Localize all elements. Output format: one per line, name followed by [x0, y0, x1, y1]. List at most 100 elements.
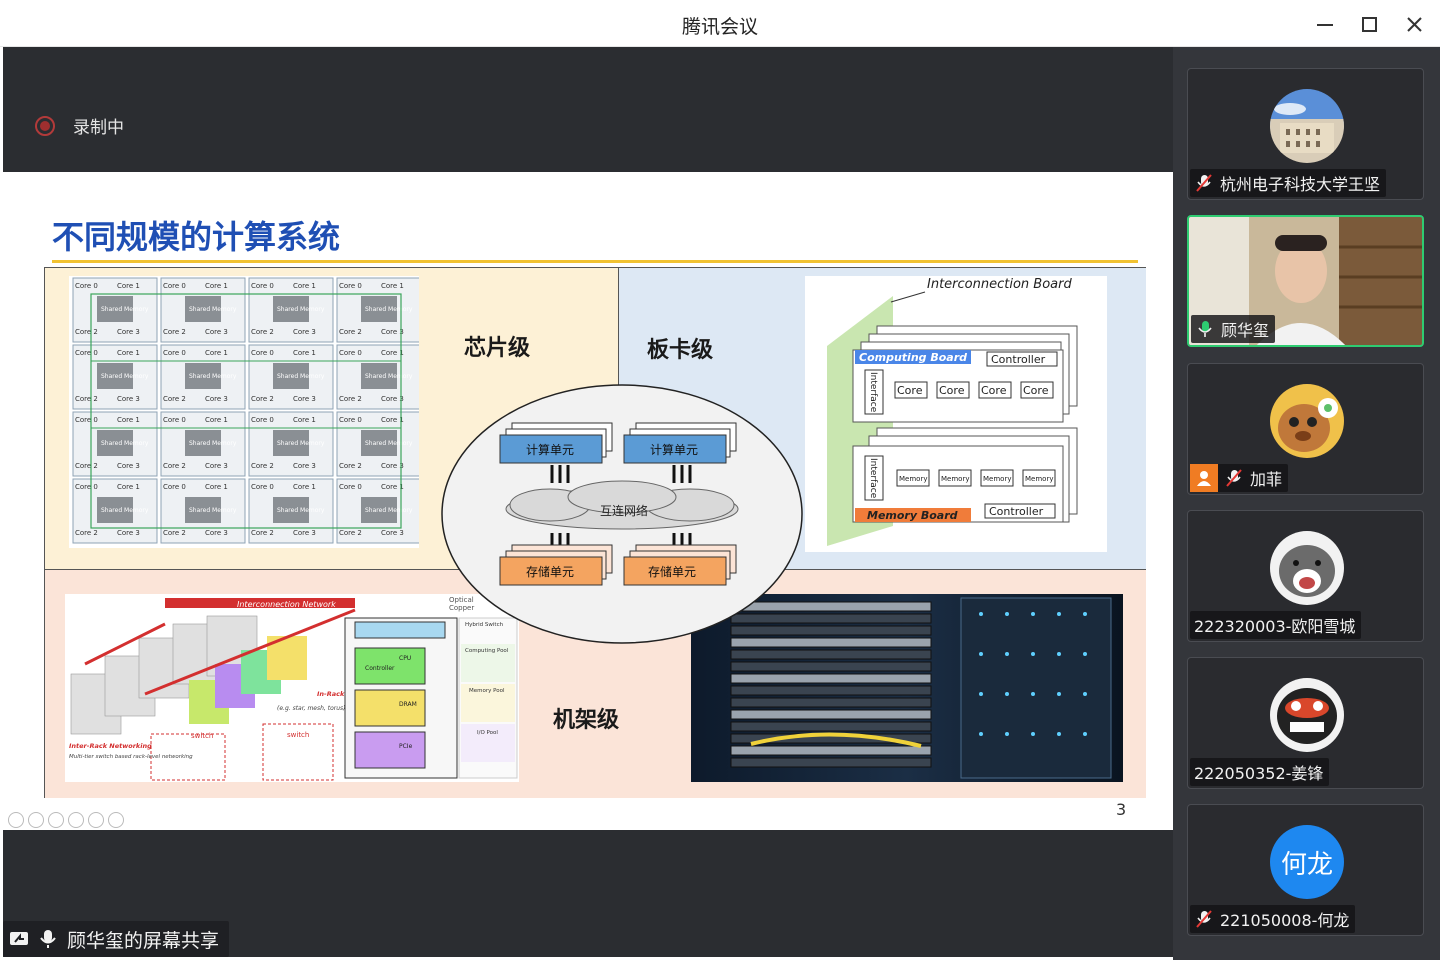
close-icon [1407, 17, 1422, 32]
shared-memory-label: Shared Memory [101, 440, 149, 447]
close-button[interactable] [1398, 8, 1430, 40]
core-label: Core [939, 384, 965, 397]
inter-rack-label: Inter-Rack Networking [69, 742, 152, 750]
participant-sidebar: 杭州电子科技大学王坚 顾华玺 [1173, 47, 1440, 960]
core-label: Core 0 [75, 349, 98, 357]
participant-name: 222050352-姜锋 [1194, 764, 1324, 783]
chip-level-label: 芯片级 [464, 336, 531, 361]
participant-name: 加菲 [1250, 470, 1283, 489]
slides-icon[interactable] [68, 812, 84, 828]
participant-tile[interactable]: 杭州电子科技大学王坚 [1187, 68, 1424, 200]
core-label: Core 1 [205, 282, 228, 290]
mic-muted-icon [1196, 174, 1212, 192]
interface-label-top: Interface [868, 372, 878, 413]
core-label: Core 3 [117, 462, 140, 470]
compute-unit-left: 计算单元 [499, 422, 613, 464]
slide-title: 不同规模的计算系统 [52, 218, 341, 256]
core-label: Core 3 [381, 462, 404, 470]
io-pool-label: I/O Pool [477, 730, 498, 736]
pen-icon[interactable] [48, 812, 64, 828]
core-label: Core 1 [293, 416, 316, 424]
core-label: Core 3 [381, 328, 404, 336]
prev-slide-icon[interactable] [8, 812, 24, 828]
memory-label: Memory [941, 475, 969, 483]
core-label: Core 2 [75, 529, 98, 537]
more-icon[interactable] [108, 812, 124, 828]
switch-label: switch [287, 731, 309, 739]
next-slide-icon[interactable] [28, 812, 44, 828]
storage-unit-left: 存储单元 [499, 544, 613, 586]
core-label: Core 3 [293, 529, 316, 537]
mic-muted-icon [1226, 469, 1242, 487]
core-label: Core [981, 384, 1007, 397]
core-label: Core 2 [75, 328, 98, 336]
interface-label-bottom: Interface [868, 458, 878, 499]
core-label: Core 1 [117, 416, 140, 424]
shared-memory-label: Shared Memory [365, 373, 413, 380]
core-label: Core 3 [381, 529, 404, 537]
shared-memory-label: Shared Memory [277, 373, 325, 380]
core-label: Core 3 [293, 328, 316, 336]
participant-tile[interactable]: 加菲 [1187, 363, 1424, 495]
server-rack-photo [691, 594, 1123, 782]
core-label: Core 0 [251, 483, 274, 491]
core-label: Core 0 [251, 416, 274, 424]
slide-page-number: 3 [1116, 800, 1127, 819]
participant-avatar [1270, 89, 1344, 163]
shared-memory-label: Shared Memory [365, 507, 413, 514]
core-label: Core 0 [75, 483, 98, 491]
shared-memory-label: Shared Memory [189, 440, 237, 447]
window-title: 腾讯会议 [681, 16, 758, 38]
shared-memory-label: Shared Memory [365, 306, 413, 313]
core-label: Core 1 [117, 282, 140, 290]
slide-navigation-controls[interactable] [8, 812, 124, 828]
interconnect-cloud: 互连网络 [505, 480, 739, 530]
participant-name: 222320003-欧阳雪城 [1194, 617, 1356, 636]
participant-tile-active-speaker[interactable]: 顾华玺 [1187, 215, 1424, 347]
participant-namebar: 221050008-何龙 [1190, 905, 1356, 933]
core-label: Core 0 [339, 349, 362, 357]
controller-label-bottom: Controller [989, 505, 1044, 518]
shared-memory-label: Shared Memory [277, 306, 325, 313]
participant-avatar [1270, 678, 1344, 752]
participant-namebar: 加菲 [1190, 464, 1289, 492]
core-label: Core 0 [339, 483, 362, 491]
core-label: Core 3 [205, 462, 228, 470]
minimize-button[interactable] [1308, 8, 1340, 40]
core-label: Core 1 [293, 282, 316, 290]
core-label: Core 0 [339, 282, 362, 290]
screen-share-icon [10, 932, 28, 945]
core-label: Core 2 [251, 462, 274, 470]
participant-name: 杭州电子科技大学王坚 [1220, 175, 1381, 194]
participant-tile[interactable]: 何龙 221050008-何龙 [1187, 804, 1424, 936]
shared-memory-label: Shared Memory [277, 507, 325, 514]
participant-tile[interactable]: 222050352-姜锋 [1187, 657, 1424, 789]
compute-unit-label: 计算单元 [650, 442, 698, 457]
core-label: Core 1 [205, 483, 228, 491]
core-label: Core 0 [75, 282, 98, 290]
zoom-icon[interactable] [88, 812, 104, 828]
core-label: Core 0 [163, 416, 186, 424]
computing-pool-label: Computing Pool [465, 648, 509, 654]
participant-avatar [1270, 531, 1344, 605]
core-label: Core 2 [339, 529, 362, 537]
participant-tile[interactable]: 222320003-欧阳雪城 [1187, 510, 1424, 642]
core-label: Core [897, 384, 923, 397]
core-label: Core 1 [117, 349, 140, 357]
maximize-button[interactable] [1353, 8, 1385, 40]
recording-indicator[interactable]: 录制中 [35, 113, 124, 138]
recording-status: 录制中 [73, 118, 124, 138]
dram-label: DRAM [399, 701, 417, 708]
shared-memory-label: Shared Memory [189, 373, 237, 380]
